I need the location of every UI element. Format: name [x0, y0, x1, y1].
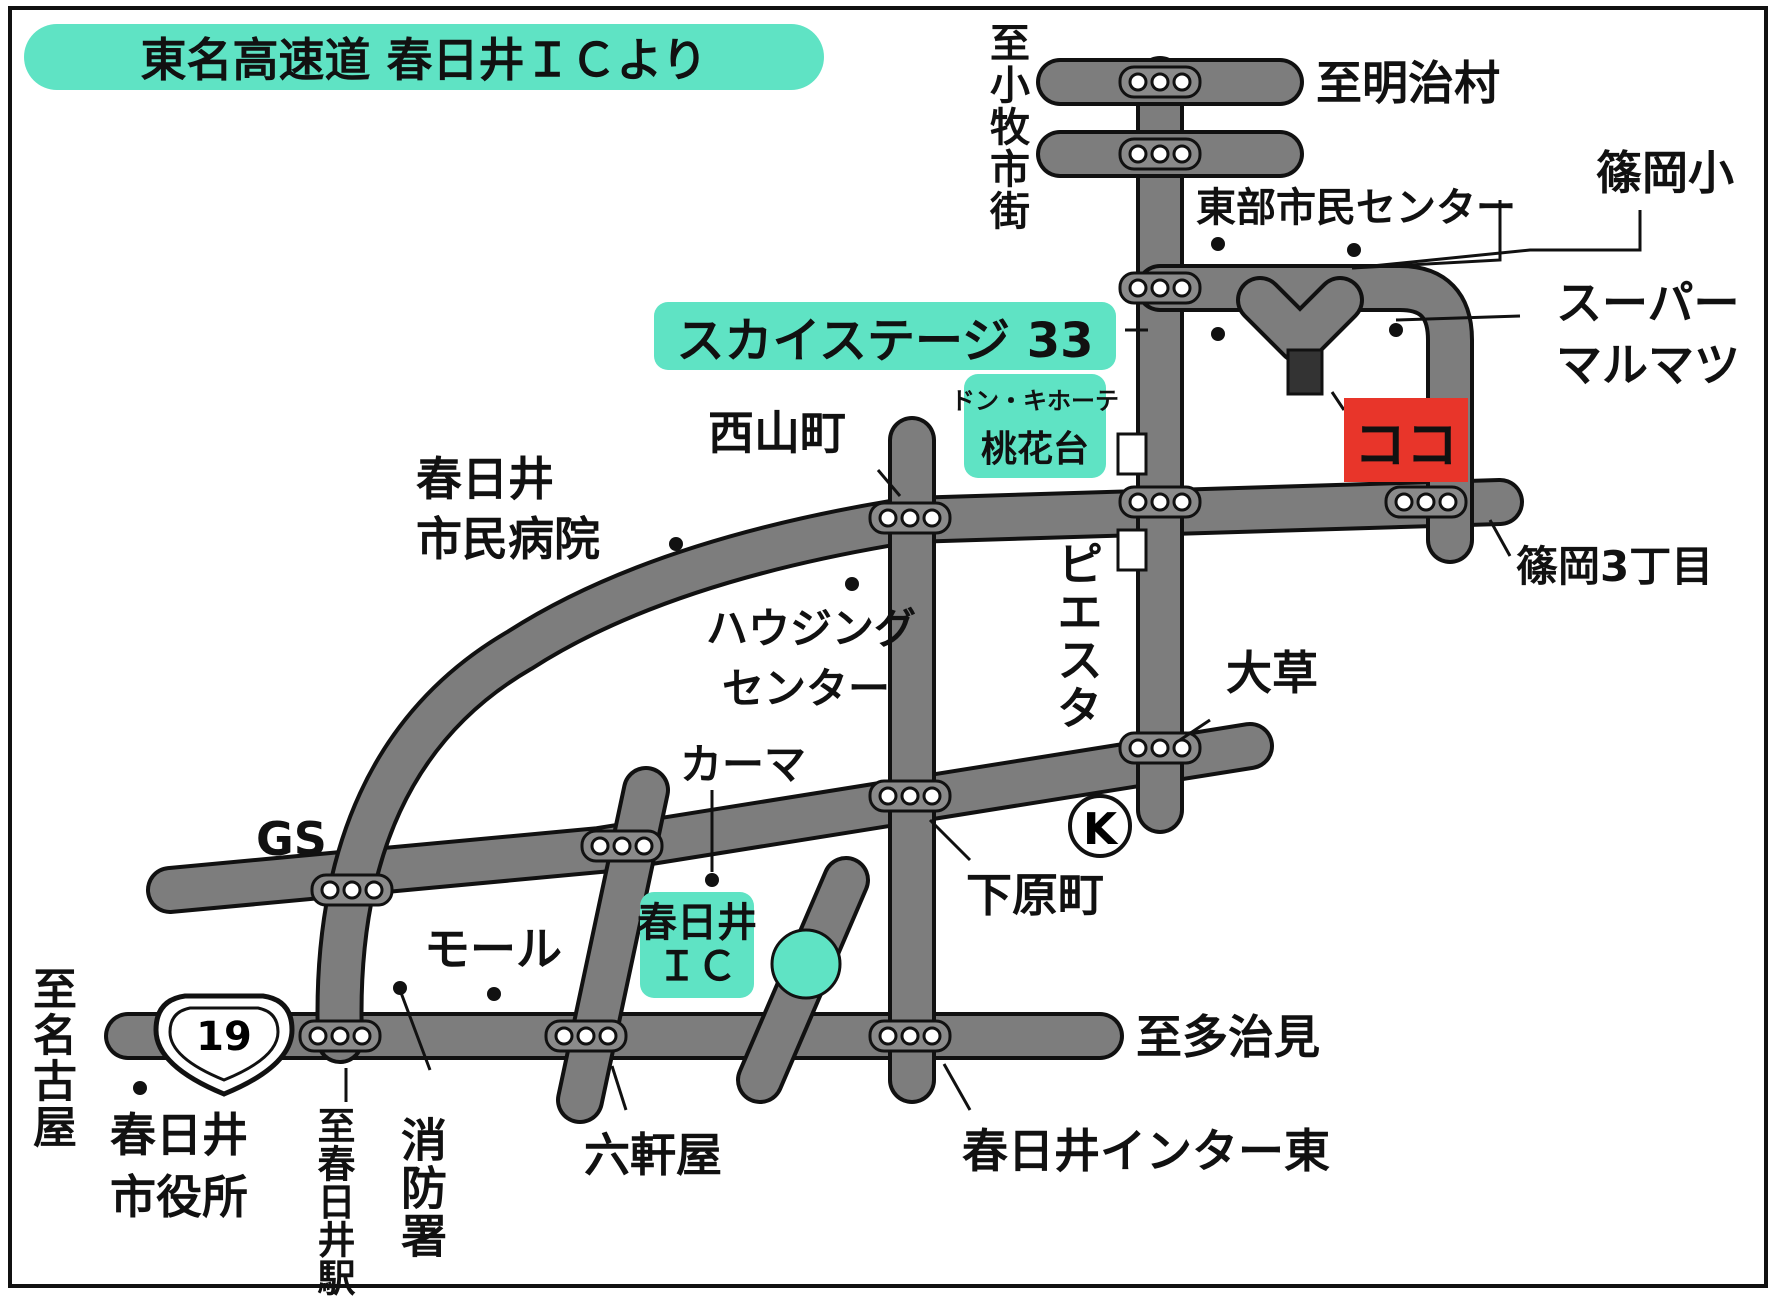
- traffic-signal: [544, 1019, 628, 1053]
- route-19-shield: 19: [153, 993, 295, 1097]
- fire-station-label: 消防署: [394, 1116, 448, 1260]
- hospital-label-1: 春日井: [416, 452, 554, 506]
- circle-k-marker: [1068, 794, 1132, 858]
- inter-higashi-label: 春日井インター東: [962, 1124, 1330, 1178]
- kama-label: カーマ: [680, 740, 807, 789]
- to-komaki-label: 至小牧市街: [983, 22, 1029, 232]
- shinooka-school-label: 篠岡小: [1596, 146, 1734, 200]
- traffic-signal: [868, 779, 952, 813]
- traffic-signal: [1118, 271, 1202, 305]
- donki-name: ドン・キホーテ: [951, 386, 1119, 415]
- nishiyama-label: 西山町: [708, 406, 846, 460]
- shinooka3-label: 篠岡3丁目: [1516, 542, 1714, 591]
- traffic-signals: [298, 65, 1468, 1053]
- poi-dots: [133, 237, 1403, 1095]
- housing-center-label-1: ハウジング: [706, 604, 917, 653]
- tobu-center-label: 東部市民センター: [1196, 185, 1516, 231]
- destination-building: [1286, 348, 1324, 396]
- circle-k-label: K: [1083, 804, 1119, 855]
- city-hall-label-1: 春日井: [110, 1108, 248, 1162]
- kasugai-ic-label: 春日井 ＩＣ: [637, 892, 757, 998]
- donki-label: ドン・キホーテ 桃花台: [951, 374, 1119, 478]
- traffic-signal: [868, 501, 952, 535]
- housing-center-label-2: センター: [722, 664, 891, 713]
- okusa-label: 大草: [1226, 646, 1318, 700]
- traffic-signal: [1118, 137, 1202, 171]
- traffic-signal: [868, 1019, 952, 1053]
- mall-label: モール: [424, 922, 562, 976]
- to-meiji-mura-label: 至明治村: [1316, 56, 1500, 110]
- traffic-signal: [1118, 485, 1202, 519]
- ic-line-2: ＩＣ: [657, 944, 737, 990]
- piesta-label: ピエスタ: [1050, 540, 1104, 732]
- piesta-building-2: [1116, 528, 1148, 572]
- route-number: 19: [196, 1014, 252, 1060]
- to-kasugai-station-label: 至春日井駅: [311, 1106, 355, 1296]
- shimohara-label: 下原町: [966, 868, 1104, 922]
- traffic-signal: [310, 873, 394, 907]
- to-tajimi-label: 至多治見: [1136, 1010, 1320, 1064]
- rokkenya-label: 六軒屋: [584, 1128, 722, 1182]
- ic-marker: [770, 928, 842, 1000]
- piesta-building: [1116, 432, 1148, 476]
- super-marumatsu-label-1: スーパー: [1556, 276, 1740, 330]
- traffic-signal: [298, 1019, 382, 1053]
- traffic-signal: [1118, 65, 1202, 99]
- ic-line-1: 春日井: [637, 900, 757, 946]
- to-nagoya-label: 至名古屋: [25, 966, 76, 1150]
- sky-stage-label: スカイステージ 33: [654, 302, 1116, 370]
- traffic-signal: [1118, 731, 1202, 765]
- leader-lines: [344, 200, 1642, 1111]
- traffic-signal: [580, 829, 664, 863]
- city-hall-label-2: 市役所: [110, 1170, 248, 1224]
- map-frame: [8, 6, 1768, 1288]
- traffic-signal: [1384, 485, 1468, 519]
- donki-area: 桃花台: [980, 428, 1089, 470]
- hospital-label-2: 市民病院: [416, 512, 600, 566]
- super-marumatsu-label-2: マルマツ: [1556, 338, 1740, 392]
- map-title: 東名高速道 春日井ＩＣより: [24, 24, 824, 90]
- gs-label: GS: [256, 812, 327, 866]
- destination-marker: ココ: [1344, 398, 1468, 482]
